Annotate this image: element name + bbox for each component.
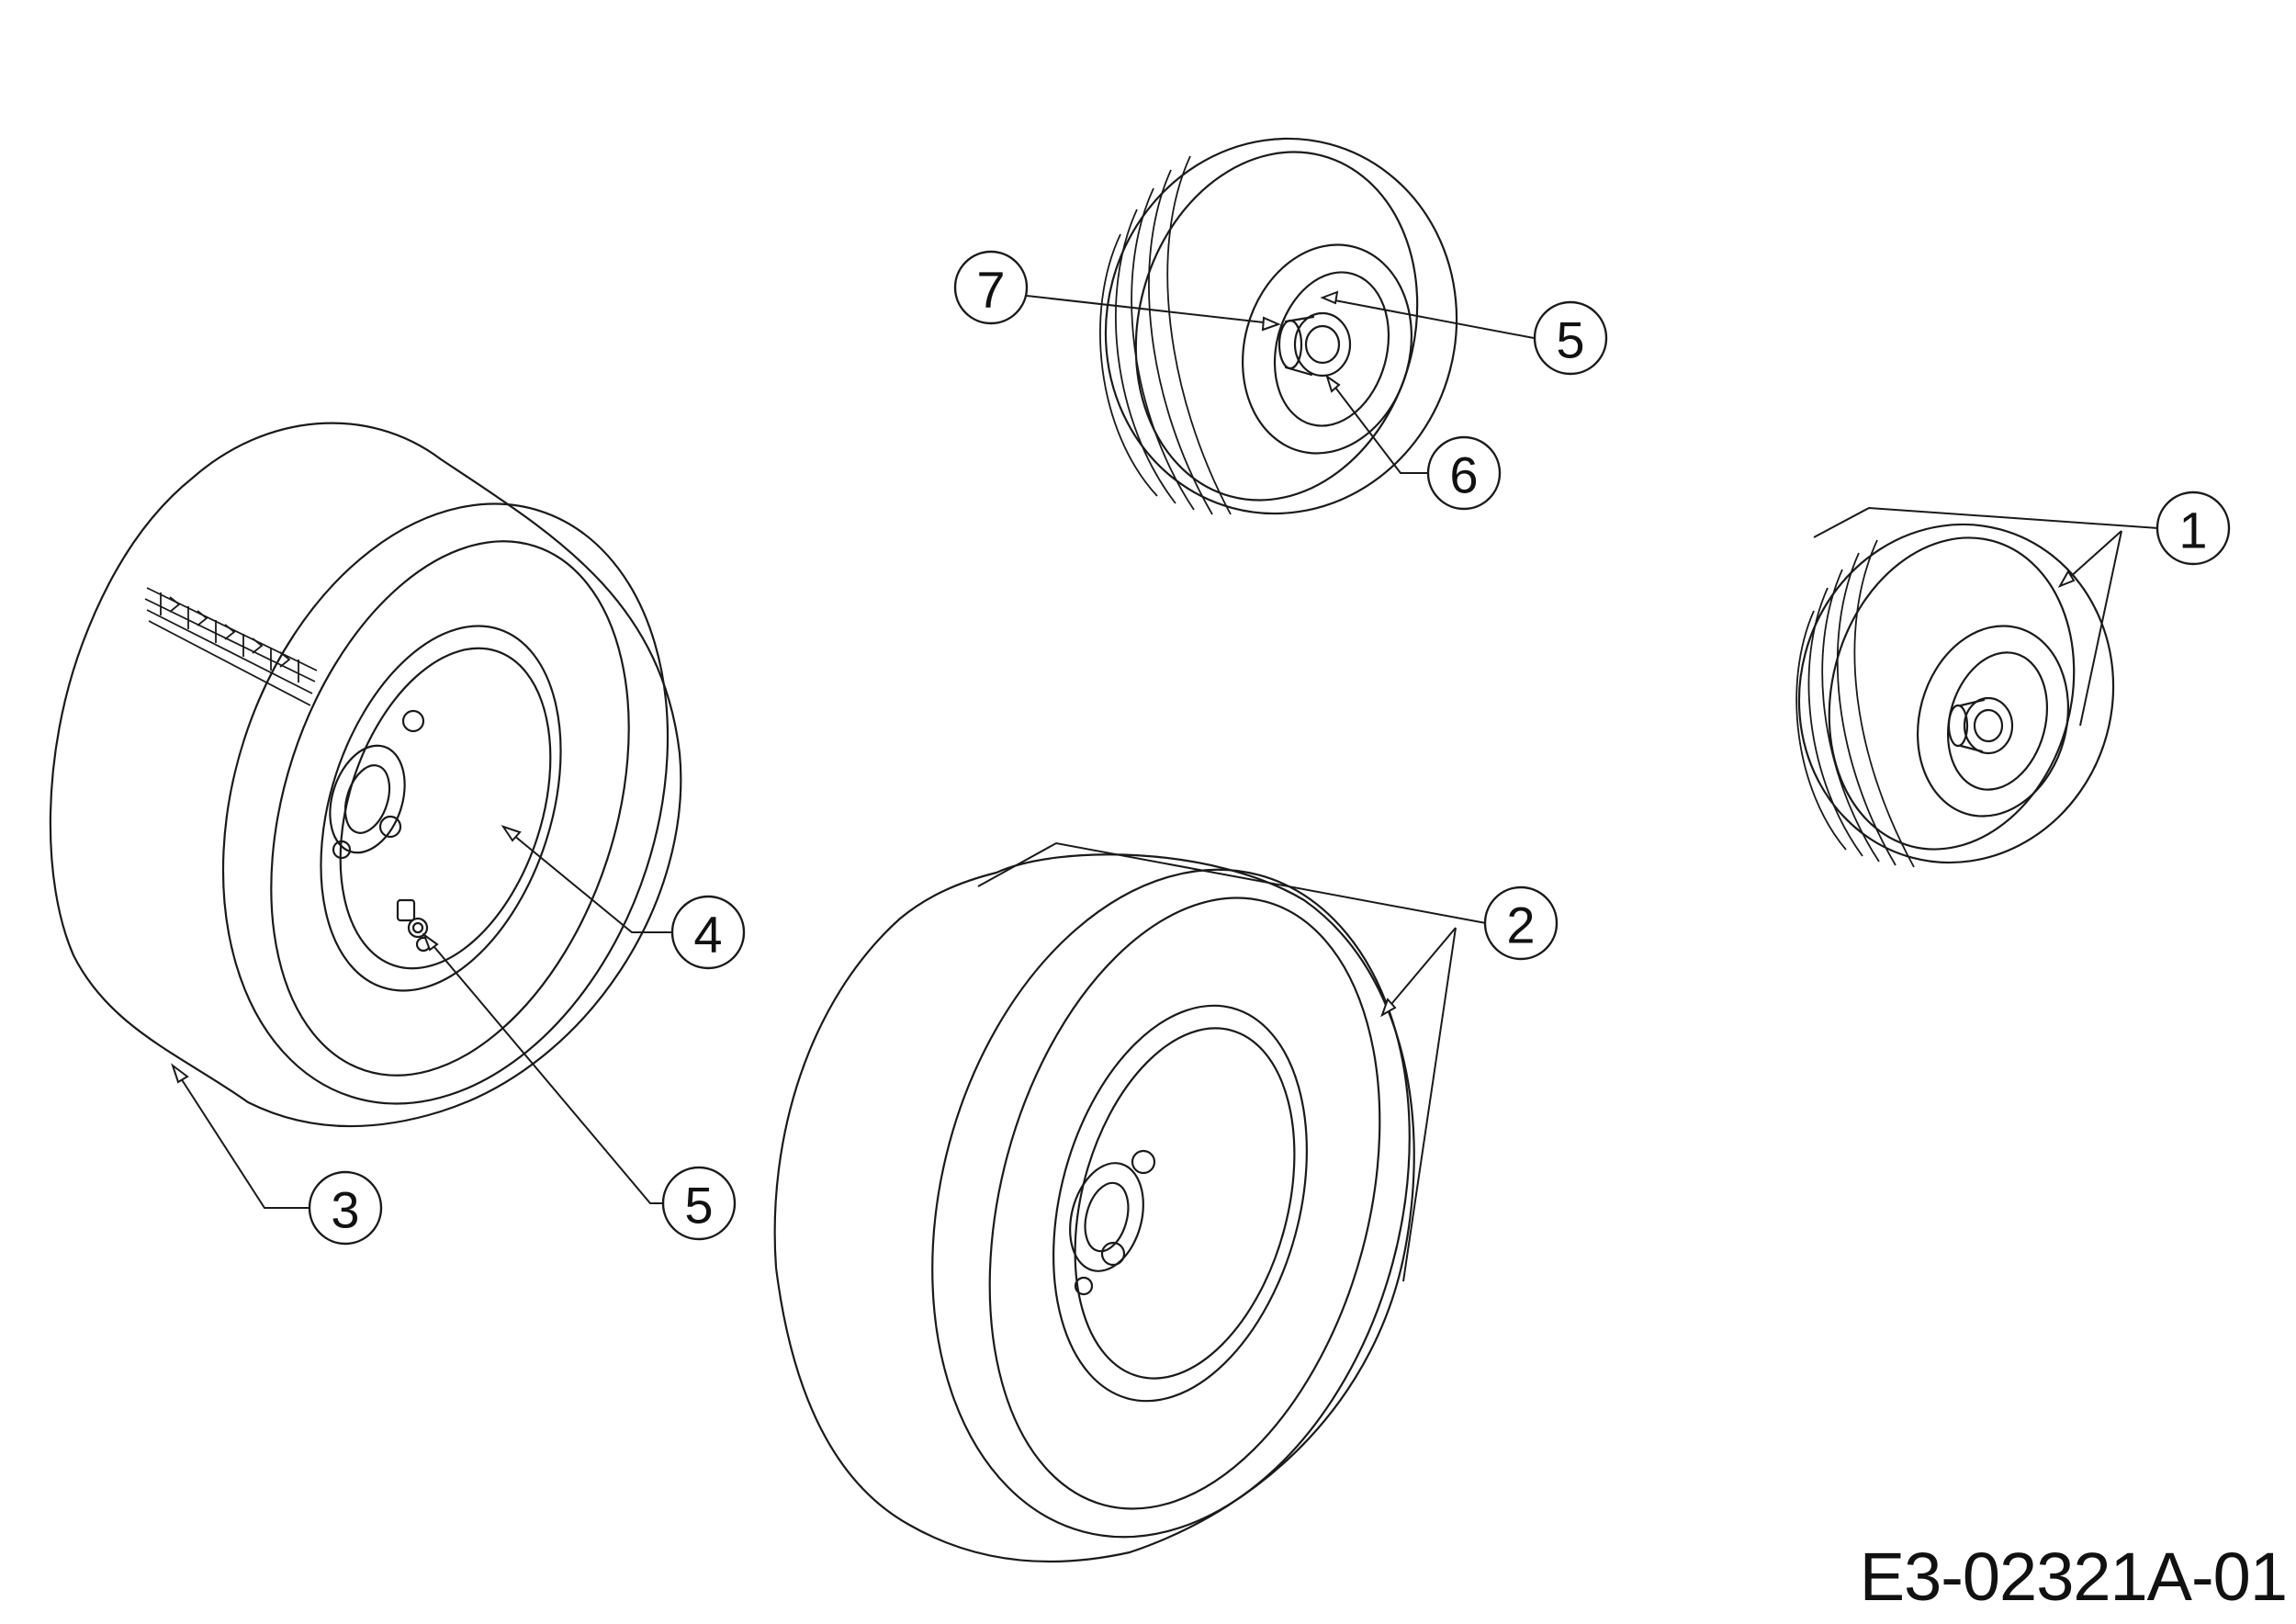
callout-2: 2 — [1483, 885, 1559, 961]
drawing-code: E3-02321A-01 — [1859, 1539, 2288, 1615]
callout-3-number: 3 — [331, 1181, 359, 1239]
callout-1-number: 1 — [2178, 502, 2207, 559]
arrowhead-2 — [1380, 998, 1397, 1018]
arrowhead-5a — [422, 932, 439, 952]
callout-7-number: 7 — [976, 261, 1005, 319]
callout-5-upper-number: 5 — [1556, 311, 1584, 369]
arrowhead-1 — [2057, 570, 2076, 588]
arrowhead-7 — [1261, 316, 1281, 332]
arrowhead-6 — [1325, 374, 1341, 393]
arrowhead-5b — [1320, 290, 1339, 305]
front-wheel-right — [1795, 523, 2115, 868]
rear-wheel-left — [49, 422, 682, 1128]
tire-brand-imprint — [144, 587, 318, 706]
callout-5-upper: 5 — [1533, 300, 1608, 376]
callout-5-lower-number: 5 — [684, 1177, 713, 1235]
callout-4-number: 4 — [693, 906, 722, 964]
callout-6-number: 6 — [1449, 446, 1478, 504]
callout-2-number: 2 — [1506, 897, 1535, 954]
callout-5-lower: 5 — [661, 1166, 737, 1241]
front-wheel-top — [1099, 137, 1458, 515]
rear-wheel-bottom — [773, 853, 1415, 1563]
callout-1: 1 — [2155, 491, 2231, 566]
callout-6: 6 — [1426, 435, 1502, 511]
callout-7: 7 — [953, 250, 1029, 325]
arrowhead-4 — [501, 825, 522, 842]
arrowhead-3 — [171, 1063, 189, 1084]
callout-3: 3 — [308, 1170, 383, 1246]
callout-4: 4 — [670, 895, 746, 970]
leader-lines — [171, 290, 2159, 1282]
